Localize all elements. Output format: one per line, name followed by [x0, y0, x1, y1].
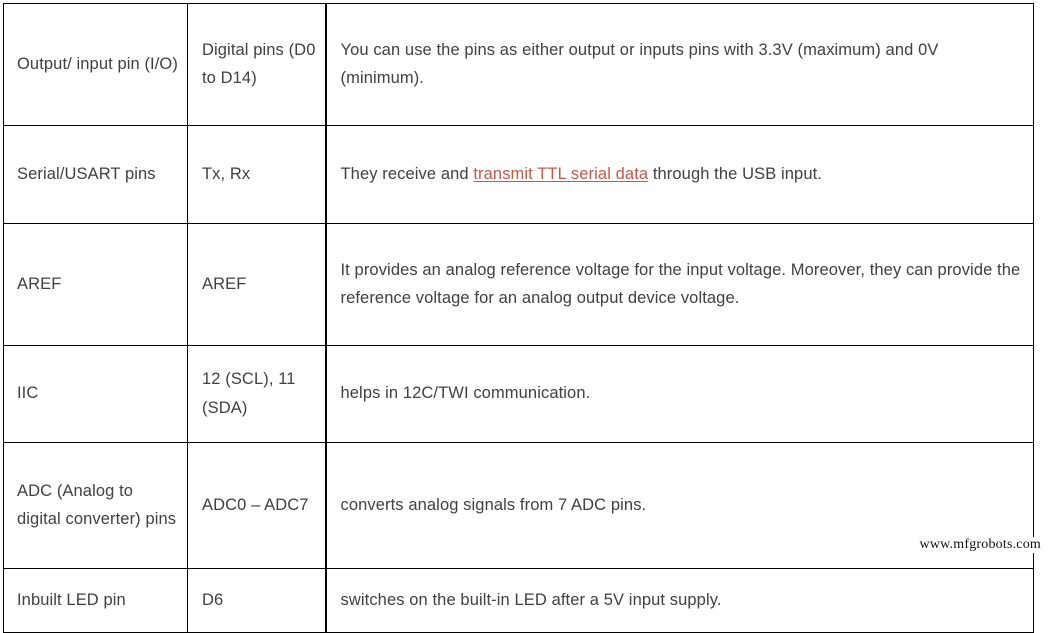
row-function-name: ADC (Analog to digital converter) pins [3, 442, 188, 569]
table-row: Serial/USART pins Tx, Rx They receive an… [3, 125, 1034, 224]
description-text: You can use the pins as either output or… [340, 40, 939, 87]
row-function-name: Output/ input pin (I/O) [3, 3, 188, 126]
row-description: converts analog signals from 7 ADC pins. [324, 442, 1034, 569]
row-pin-label: D6 [187, 568, 326, 633]
table-row: Inbuilt LED pin D6 switches on the built… [3, 568, 1034, 633]
row-function-name: Inbuilt LED pin [3, 568, 188, 633]
row-description: They receive and transmit TTL serial dat… [324, 125, 1034, 224]
row-pin-label: Tx, Rx [187, 125, 326, 224]
transmit-ttl-serial-data-link[interactable]: transmit TTL serial data [473, 164, 649, 183]
row-function-name: AREF [3, 223, 188, 346]
row-description: It provides an analog reference voltage … [324, 223, 1034, 346]
row-pin-label: Digital pins (D0 to D14) [187, 3, 326, 126]
row-description: You can use the pins as either output or… [324, 3, 1034, 126]
description-text: It provides an analog reference voltage … [340, 260, 1021, 307]
description-text: switches on the built-in LED after a 5V … [340, 590, 722, 609]
row-pin-label: AREF [187, 223, 326, 346]
table-row: AREF AREF It provides an analog referenc… [3, 223, 1034, 346]
document-page: Output/ input pin (I/O) Digital pins (D0… [3, 3, 1043, 633]
pin-specification-table: Output/ input pin (I/O) Digital pins (D0… [3, 3, 1034, 633]
description-text: helps in 12C/TWI communication. [340, 384, 591, 403]
description-text: converts analog signals from 7 ADC pins. [340, 495, 647, 514]
row-description: switches on the built-in LED after a 5V … [324, 568, 1034, 633]
row-pin-label: ADC0 – ADC7 [187, 442, 326, 569]
table-body: Output/ input pin (I/O) Digital pins (D0… [3, 3, 1034, 633]
row-pin-label: 12 (SCL), 11 (SDA) [187, 345, 326, 443]
row-function-name: Serial/USART pins [3, 125, 188, 224]
table-row: IIC 12 (SCL), 11 (SDA) helps in 12C/TWI … [3, 345, 1034, 443]
row-function-name: IIC [3, 345, 188, 443]
table-row: ADC (Analog to digital converter) pins A… [3, 442, 1034, 569]
table-row: Output/ input pin (I/O) Digital pins (D0… [3, 3, 1034, 126]
site-watermark: www.mfgrobots.com [917, 537, 1043, 553]
row-description: helps in 12C/TWI communication. [324, 345, 1034, 443]
description-text-before-link: They receive and [340, 164, 474, 183]
description-text-after-link: through the USB input. [648, 164, 822, 183]
